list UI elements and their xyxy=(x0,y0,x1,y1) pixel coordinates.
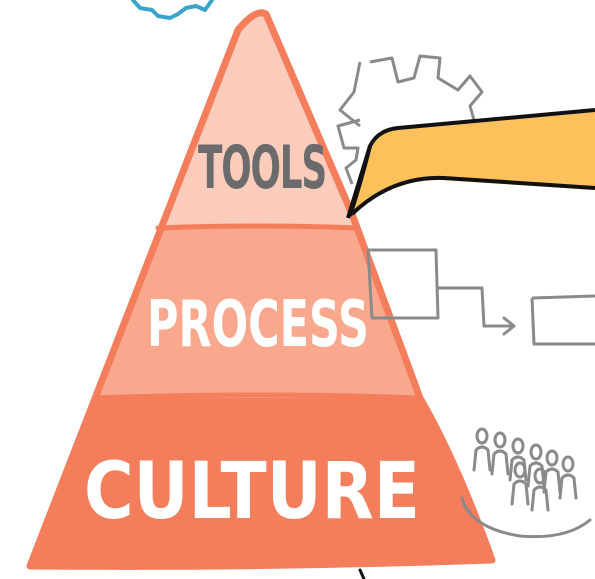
person-head xyxy=(545,449,559,467)
person-body xyxy=(530,485,550,512)
banner-arrow xyxy=(346,108,595,219)
gear-top-icon xyxy=(131,0,214,20)
people-group-base xyxy=(460,496,592,539)
pyramid-divider-top xyxy=(155,223,361,231)
person-body xyxy=(558,473,578,500)
pyramid-label-tools: TOOLS xyxy=(198,133,326,203)
person-body xyxy=(472,445,492,472)
person-body xyxy=(508,455,528,482)
person-body xyxy=(490,449,510,476)
person-head xyxy=(561,455,575,473)
person-head xyxy=(513,461,527,479)
person-body xyxy=(542,467,562,494)
pyramid-label-process: PROCESS xyxy=(147,288,369,362)
person-head xyxy=(529,443,543,461)
process-flow-icon xyxy=(366,248,595,346)
pyramid-divider-bottom xyxy=(91,392,423,401)
person-head xyxy=(533,467,547,485)
pyramid-tier-culture xyxy=(30,398,492,566)
people-group-icon xyxy=(460,427,592,539)
person-head xyxy=(493,431,507,449)
person-body xyxy=(526,461,546,488)
pyramid: TOOLS PROCESS CULTURE xyxy=(26,9,496,570)
pyramid-outline xyxy=(26,9,496,570)
gear-icon xyxy=(336,54,484,185)
person-head xyxy=(511,437,525,455)
bottom-mark xyxy=(358,568,366,579)
pyramid-tier-tools xyxy=(162,12,356,228)
pyramid-tier-process xyxy=(96,228,418,398)
person-body xyxy=(510,479,530,506)
pyramid-label-culture: CULTURE xyxy=(84,447,420,537)
person-head xyxy=(475,427,489,445)
